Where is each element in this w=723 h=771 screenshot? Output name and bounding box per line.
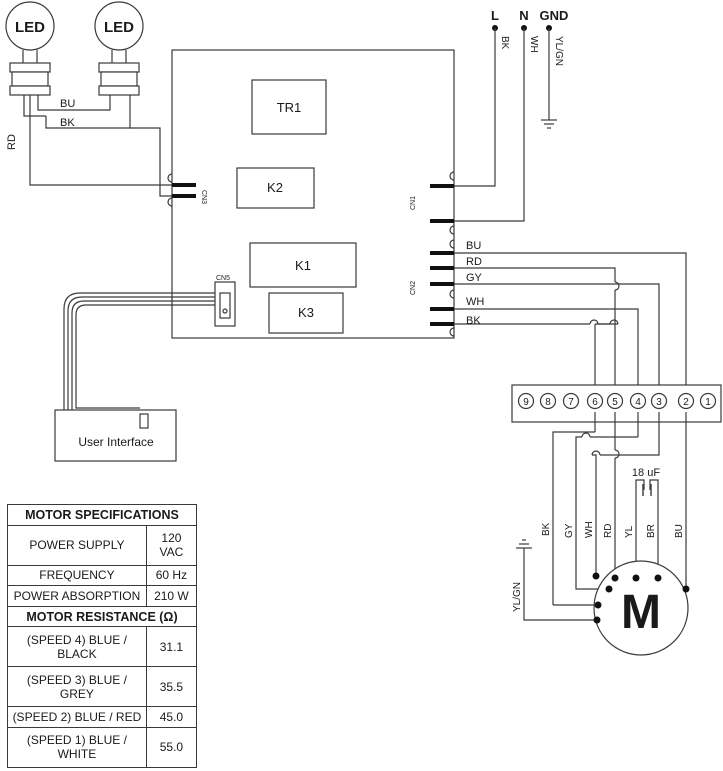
led-lamp-2: LED bbox=[94, 1, 144, 96]
motor-wire-label: GY bbox=[564, 523, 575, 538]
cn3-label: CN3 bbox=[200, 190, 207, 204]
mains-input: L N GND BK WH YL/GN bbox=[454, 8, 569, 222]
k2-label: K2 bbox=[267, 180, 283, 195]
spec-value: 60 Hz bbox=[145, 564, 198, 587]
cn2-wire-label: GY bbox=[466, 272, 483, 284]
cn2-connector: CN2 bbox=[410, 239, 455, 337]
cn1-label: CN1 bbox=[410, 196, 417, 210]
motor-spec-table: MOTOR SPECIFICATIONS POWER SUPPLY 120 VA… bbox=[7, 504, 198, 769]
table-row: (SPEED 4) BLUE / BLACK 31.1 bbox=[7, 626, 198, 668]
led-wire-bu-label: BU bbox=[60, 98, 75, 110]
cn2-wire-label: BK bbox=[466, 315, 481, 327]
led-wire-bk-label: BK bbox=[60, 117, 75, 129]
terminal-7 bbox=[562, 392, 580, 410]
spec-value: 210 W bbox=[145, 585, 198, 607]
capacitor-label: 18 uF bbox=[632, 467, 660, 479]
motor-label: M bbox=[621, 586, 661, 639]
spec-value: 120 VAC bbox=[145, 524, 198, 566]
resistance-title: MOTOR RESISTANCE (Ω) bbox=[7, 605, 197, 628]
resistance-label: (SPEED 1) BLUE / WHITE bbox=[7, 726, 147, 769]
table-row: POWER ABSORPTION 210 W bbox=[7, 585, 198, 607]
user-interface-label: User Interface bbox=[78, 435, 154, 449]
cn2-wire-label: RD bbox=[466, 256, 482, 268]
tr1-component bbox=[251, 79, 327, 135]
terminal-9 bbox=[517, 392, 535, 410]
spec-label: POWER ABSORPTION bbox=[7, 585, 147, 607]
terminal-1 bbox=[699, 392, 717, 410]
spec-label: POWER SUPPLY bbox=[7, 524, 147, 566]
terminal-5 bbox=[606, 392, 624, 410]
motor-ground-label: YL/GN bbox=[512, 582, 523, 612]
gnd-wire-label: YL/GN bbox=[553, 36, 564, 66]
table-row: (SPEED 1) BLUE / WHITE 55.0 bbox=[7, 726, 198, 769]
terminal-block: 9 8 7 6 5 4 3 2 1 bbox=[511, 384, 722, 423]
resistance-label: (SPEED 3) BLUE / GREY bbox=[7, 666, 147, 708]
k1-label: K1 bbox=[295, 258, 311, 273]
motor-wire-label: BK bbox=[541, 522, 552, 536]
resistance-value: 35.5 bbox=[145, 666, 198, 708]
l-wire-label: BK bbox=[499, 36, 510, 50]
terminal-6 bbox=[586, 392, 604, 410]
spec-table-title: MOTOR SPECIFICATIONS bbox=[7, 504, 197, 526]
terminal-number: 2 bbox=[683, 397, 689, 408]
cn2-wire-label: WH bbox=[466, 296, 484, 308]
terminal-number: 9 bbox=[523, 397, 529, 408]
n-wire-label: WH bbox=[528, 36, 539, 53]
motor-wiring: 18 uF YL/GN BK GY WH RD YL BR BU bbox=[512, 412, 687, 621]
cn2-wire-label: BU bbox=[466, 240, 481, 252]
ui-ribbon-cable bbox=[63, 292, 215, 421]
motor-wire-label: BR bbox=[646, 524, 657, 538]
terminal-number: 8 bbox=[545, 397, 551, 408]
terminal-number: 1 bbox=[705, 397, 711, 408]
terminal-number: 6 bbox=[592, 397, 598, 408]
cn2-wiring: BU RD GY WH BK bbox=[454, 240, 687, 385]
cn5-connector: CN5 bbox=[214, 275, 236, 327]
motor: M bbox=[592, 560, 690, 656]
cn1-connector: CN1 bbox=[410, 171, 455, 235]
resistance-value: 55.0 bbox=[145, 726, 198, 769]
control-board: TR1 K2 K1 K3 CN3 CN1 bbox=[167, 49, 455, 339]
led-wiring: BU BK RD bbox=[6, 95, 186, 197]
resistance-value: 45.0 bbox=[145, 706, 198, 728]
tr1-label: TR1 bbox=[277, 100, 302, 115]
cn2-label: CN2 bbox=[410, 281, 417, 295]
ground-terminal-label: GND bbox=[540, 8, 569, 23]
table-row: POWER SUPPLY 120 VAC bbox=[7, 524, 198, 566]
terminal-number: 7 bbox=[568, 397, 574, 408]
terminal-4 bbox=[629, 392, 647, 410]
terminal-2 bbox=[677, 392, 695, 410]
led-lamp-1: LED bbox=[5, 1, 55, 96]
table-row: (SPEED 2) BLUE / RED 45.0 bbox=[7, 706, 198, 728]
table-row: FREQUENCY 60 Hz bbox=[7, 564, 198, 587]
terminal-number: 3 bbox=[656, 397, 662, 408]
line-terminal-label: L bbox=[491, 8, 499, 23]
resistance-value: 31.1 bbox=[145, 626, 198, 668]
led-wire-rd-label: RD bbox=[6, 134, 18, 150]
motor-wire-label: BU bbox=[674, 524, 685, 538]
table-row: (SPEED 3) BLUE / GREY 35.5 bbox=[7, 666, 198, 708]
k2-component bbox=[236, 167, 315, 209]
resistance-label: (SPEED 2) BLUE / RED bbox=[7, 706, 147, 728]
resistance-label: (SPEED 4) BLUE / BLACK bbox=[7, 626, 147, 668]
k1-component bbox=[249, 242, 357, 288]
k3-label: K3 bbox=[298, 305, 314, 320]
terminal-3 bbox=[650, 392, 668, 410]
cn5-label: CN5 bbox=[216, 275, 230, 282]
led-label: LED bbox=[15, 19, 45, 36]
motor-wire-label: YL bbox=[624, 525, 635, 538]
terminal-8 bbox=[539, 392, 557, 410]
terminal-number: 4 bbox=[635, 397, 641, 408]
motor-wire-label: RD bbox=[603, 524, 614, 538]
neutral-terminal-label: N bbox=[519, 8, 528, 23]
terminal-number: 5 bbox=[612, 397, 618, 408]
cn3-connector: CN3 bbox=[167, 173, 207, 207]
motor-wire-label: WH bbox=[584, 521, 595, 538]
led-label: LED bbox=[104, 19, 134, 36]
spec-label: FREQUENCY bbox=[7, 564, 147, 587]
k3-component bbox=[268, 292, 344, 334]
user-interface-box: User Interface bbox=[54, 409, 177, 462]
